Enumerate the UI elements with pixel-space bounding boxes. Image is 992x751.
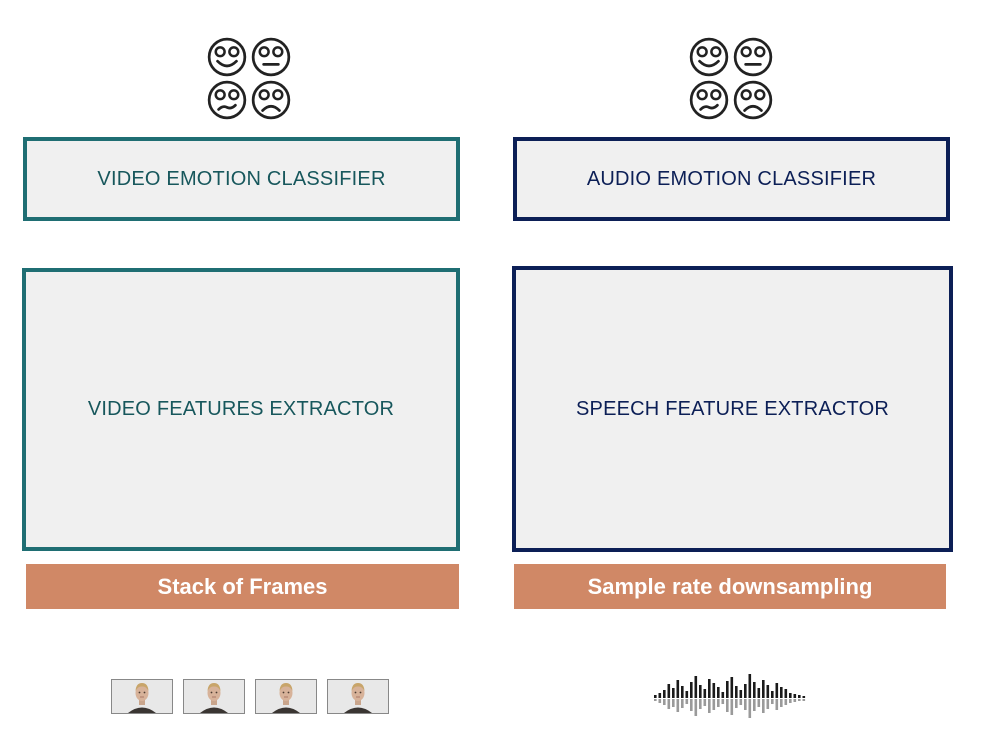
sample-rate-downsampling-bar: Sample rate downsampling [514, 564, 946, 609]
sample-rate-downsampling-label: Sample rate downsampling [587, 573, 873, 599]
sad-face-icon [733, 80, 773, 120]
video-emotion-classifier-label: VIDEO EMOTION CLASSIFIER [97, 167, 386, 190]
audio-emotion-classifier-label: AUDIO EMOTION CLASSIFIER [586, 167, 877, 190]
neutral-face-icon [733, 37, 773, 77]
audio-emotion-classifier: AUDIO EMOTION CLASSIFIER [513, 137, 950, 221]
worried-face-icon [689, 80, 729, 120]
audio-waveform-icon [654, 674, 806, 718]
happy-face-icon [689, 37, 729, 77]
video-frame-thumbnail [183, 679, 245, 714]
neutral-face-icon [251, 37, 291, 77]
worried-face-icon [207, 80, 247, 120]
video-emotion-icons [206, 36, 296, 122]
stack-of-frames-bar: Stack of Frames [26, 564, 459, 609]
video-frame-thumbnail [327, 679, 389, 714]
audio-emotion-icons [688, 36, 778, 122]
speech-feature-extractor: SPEECH FEATURE EXTRACTOR [512, 266, 953, 552]
stack-of-frames-label: Stack of Frames [157, 573, 328, 599]
video-emotion-classifier: VIDEO EMOTION CLASSIFIER [23, 137, 460, 221]
speech-feature-extractor-label: SPEECH FEATURE EXTRACTOR [576, 397, 889, 420]
sad-face-icon [251, 80, 291, 120]
happy-face-icon [207, 37, 247, 77]
video-frame-thumbnail [255, 679, 317, 714]
video-features-extractor: VIDEO FEATURES EXTRACTOR [22, 268, 460, 551]
video-features-extractor-label: VIDEO FEATURES EXTRACTOR [87, 398, 395, 420]
video-frame-thumbnail [111, 679, 173, 714]
